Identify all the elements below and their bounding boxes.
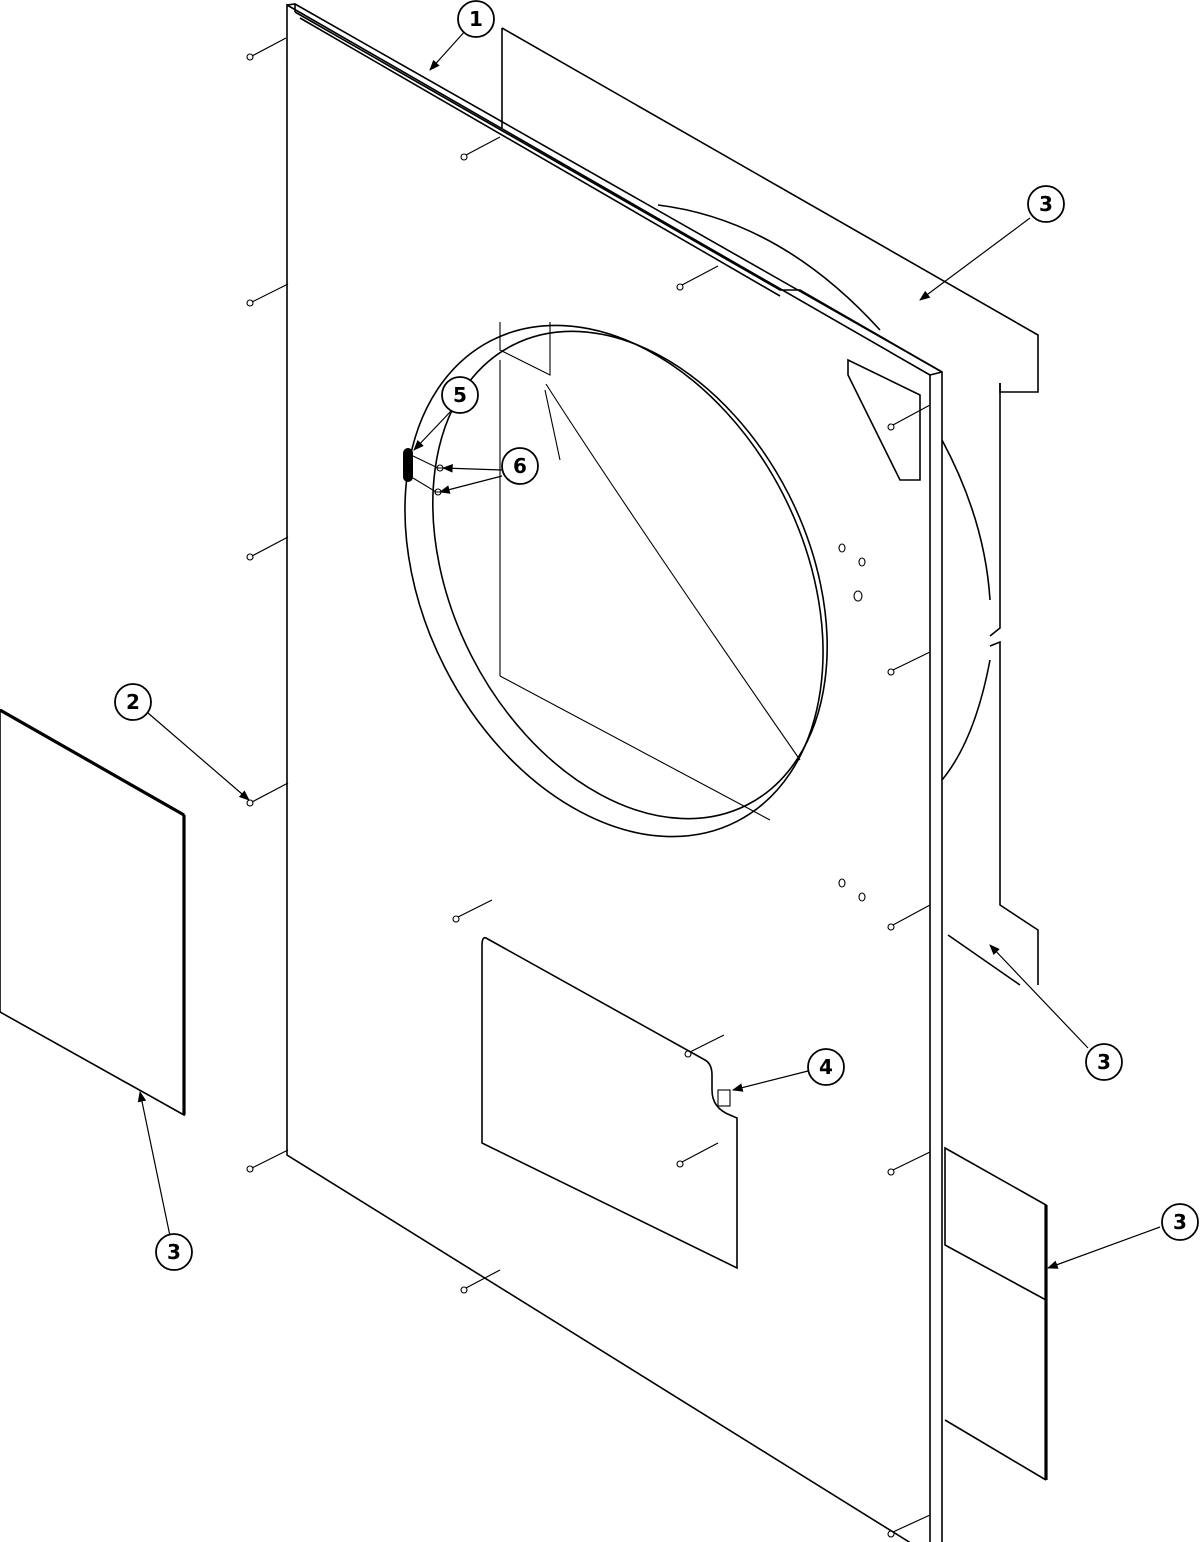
- mounting-holes: [838, 543, 866, 902]
- screw: [452, 899, 493, 923]
- blower-opening: [404, 322, 828, 838]
- screw: [887, 651, 931, 676]
- screws: [246, 37, 931, 1538]
- svg-text:4: 4: [819, 1055, 833, 1079]
- screw: [887, 904, 931, 931]
- screw: [676, 1142, 719, 1168]
- callout-4: 4: [807, 1048, 845, 1086]
- screw: [246, 37, 287, 61]
- svg-text:3: 3: [1097, 1050, 1111, 1074]
- screw: [460, 136, 501, 161]
- left-insulation-edge: [0, 708, 185, 817]
- callout-3-mid-right: 3: [1085, 1043, 1123, 1081]
- callout-6: 6: [501, 447, 539, 485]
- screw: [246, 283, 289, 307]
- svg-text:1: 1: [469, 7, 483, 31]
- left-insulation-panel: [0, 709, 185, 1117]
- screw: [246, 536, 289, 561]
- callout-3-top-right: 3: [1027, 185, 1065, 223]
- lower-right-insulation-panel: [944, 1146, 1047, 1302]
- main-blower-panel: [286, 3, 943, 1542]
- callout-5: 5: [441, 376, 479, 414]
- screw: [684, 1034, 725, 1058]
- callout-1: 1: [457, 0, 495, 38]
- screw: [887, 1514, 931, 1538]
- screw: [887, 404, 931, 431]
- access-cover-plate: [481, 936, 738, 1270]
- svg-text:5: 5: [453, 383, 467, 407]
- callout-3-left: 3: [155, 1233, 193, 1271]
- svg-text:3: 3: [1173, 1210, 1187, 1234]
- screw: [246, 782, 289, 807]
- screw: [676, 265, 719, 291]
- screw: [246, 1149, 289, 1173]
- screw: [887, 1151, 931, 1176]
- leader-lines: [137, 29, 1161, 1269]
- svg-text:6: 6: [513, 454, 527, 478]
- rear-insulation-panel: [501, 27, 1039, 986]
- svg-text:2: 2: [126, 690, 140, 714]
- corner-cutout: [847, 358, 921, 481]
- screw: [460, 1269, 501, 1294]
- svg-text:3: 3: [167, 1240, 181, 1264]
- callout-3-bottom-right: 3: [1161, 1203, 1199, 1241]
- svg-text:3: 3: [1039, 192, 1053, 216]
- callout-2: 2: [114, 683, 152, 721]
